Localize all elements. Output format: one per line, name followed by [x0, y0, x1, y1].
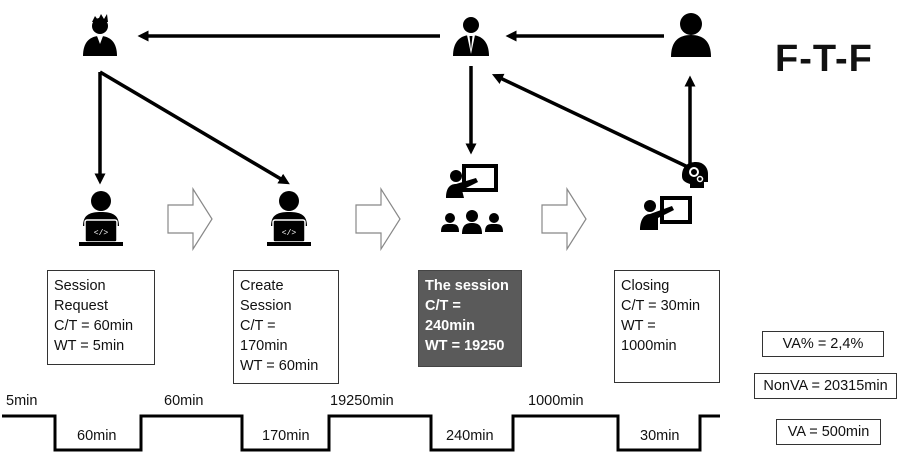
step-text-line: 170min: [240, 338, 288, 354]
step-text-line: Create: [240, 278, 284, 294]
timeline-line: [2, 414, 720, 452]
arrow-developer-to-create: [99, 70, 290, 185]
process-time-label: 60min: [77, 428, 117, 444]
svg-text:</>: </>: [282, 229, 297, 238]
customer-person-icon: [671, 13, 711, 57]
step-text-line: C/T = 60min: [54, 318, 134, 334]
process-flow-arrow: [355, 186, 401, 252]
wait-time-label: 5min: [6, 393, 38, 409]
step-text-line: WT = 5min: [54, 338, 125, 354]
presentation-audience-icon: [441, 164, 503, 234]
step-text-line: WT = 60min: [240, 358, 319, 374]
wait-time-label: 60min: [164, 393, 204, 409]
process-flow-arrow: [541, 186, 587, 252]
arrow-closing-to-businessman: [491, 73, 691, 170]
developer-laptop-icon: </>: [79, 191, 123, 246]
step-text-line: Session: [54, 278, 106, 294]
step-text-line: The session: [425, 278, 509, 294]
non-va-metric: NonVA = 20315min: [754, 373, 897, 399]
svg-text:</>: </>: [94, 229, 109, 238]
developer-person-icon: [83, 14, 117, 56]
wait-time-label: 1000min: [528, 393, 584, 409]
process-time-label: 240min: [446, 428, 494, 444]
va-metric: VA = 500min: [776, 419, 881, 445]
va-percent-metric: VA% = 2,4%: [762, 331, 884, 357]
presenter-brain-icon: [640, 162, 708, 230]
step-box-create-session: Create Session C/T = 170min WT = 60min: [233, 270, 339, 384]
wait-time-label: 19250min: [330, 393, 394, 409]
step-text-line: 240min: [425, 318, 475, 334]
step-box-closing: Closing C/T = 30min WT = 1000min: [614, 270, 720, 383]
step-text-line: Request: [54, 298, 109, 314]
process-time-label: 30min: [640, 428, 680, 444]
diagram-title: F-T-F: [775, 38, 873, 80]
step-text-line: C/T = 30min: [621, 298, 701, 314]
step-text-line: Closing: [621, 278, 670, 294]
step-text-line: Session: [240, 298, 292, 314]
step-text-line: C/T =: [425, 298, 461, 314]
businessman-icon: [453, 17, 489, 56]
step-box-the-session: The session C/T = 240min WT = 19250: [418, 270, 522, 367]
step-box-session-request: Session Request C/T = 60min WT = 5min: [47, 270, 155, 365]
developer-laptop-icon: </>: [267, 191, 311, 246]
process-flow-arrow: [167, 186, 213, 252]
step-text-line: WT = 19250: [425, 338, 505, 354]
process-time-label: 170min: [262, 428, 310, 444]
step-text-line: WT =: [621, 318, 656, 334]
step-text-line: C/T =: [240, 318, 276, 334]
step-text-line: 1000min: [621, 338, 677, 354]
